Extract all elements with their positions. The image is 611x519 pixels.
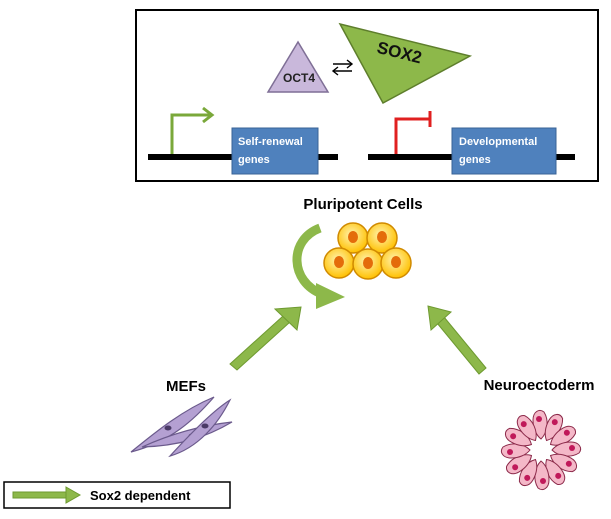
sox2-triangle — [338, 22, 473, 105]
developmental-genes-label-1: Developmental — [459, 136, 537, 148]
neuroectoderm-rosette — [500, 409, 582, 491]
neuroectoderm-cell — [516, 415, 537, 442]
mefs-to-pluripotent-arrow — [229, 306, 302, 371]
neuroectoderm-to-pluripotent-arrow — [427, 305, 487, 375]
legend-green-arrow — [12, 486, 82, 504]
equilibrium-arrows — [331, 59, 354, 76]
neuroectoderm-label: Neuroectoderm — [484, 377, 595, 394]
pluripotent-cell — [352, 248, 384, 280]
self-renewal-genes-label-2: genes — [238, 154, 270, 166]
pluripotent-cell — [366, 222, 398, 254]
developmental-genes-label-2: genes — [459, 154, 491, 166]
mefs-label: MEFs — [166, 378, 206, 395]
self-renewal-curved-arrow-head — [316, 283, 345, 309]
self-renewal-curved-arrow-body — [292, 223, 324, 299]
repressed-promoter-symbol — [394, 111, 432, 154]
neuroectoderm-cell — [518, 458, 538, 487]
developmental-genes-box — [451, 127, 557, 175]
self-renewal-genes-box — [231, 127, 319, 175]
pluripotent-cells-label: Pluripotent Cells — [303, 196, 422, 213]
pluripotent-cell — [380, 247, 412, 279]
self-renewal-genes-label-1: Self-renewal — [238, 136, 303, 148]
legend-label: Sox2 dependent — [90, 488, 191, 503]
pluripotent-cell-cluster — [323, 222, 412, 280]
active-promoter-arrow — [170, 106, 215, 154]
mef-cells — [130, 396, 233, 458]
oct4-label: OCT4 — [283, 71, 315, 85]
oct4-triangle — [266, 40, 330, 93]
pluripotent-cell — [323, 247, 355, 279]
neuroectoderm-cell — [506, 454, 533, 475]
